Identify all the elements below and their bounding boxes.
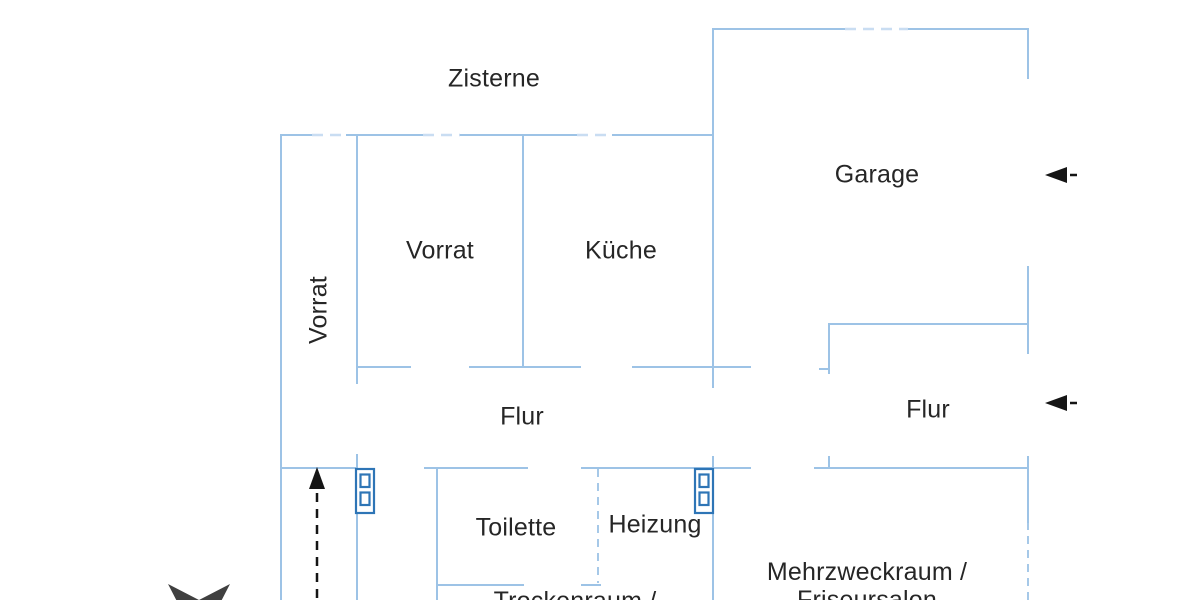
room-label-mehrzweckraum: Mehrzweckraum / Friseursalon (767, 558, 967, 600)
room-label-vorrat-side: Vorrat (304, 276, 333, 344)
room-label-garage: Garage (834, 160, 920, 189)
room-label-heizung: Heizung (608, 510, 702, 539)
entrance-arrow-flur-icon (1045, 395, 1083, 411)
room-label-trockenraum: Trockenraum / (494, 587, 657, 600)
entrance-arrow-up-icon (309, 467, 325, 600)
dashed-walls (597, 469, 1029, 600)
radiator-symbols (354, 467, 715, 515)
walls (280, 28, 1029, 600)
radiator-icon (693, 467, 715, 515)
entrance-arrows (309, 167, 1083, 600)
north-compass-icon (168, 584, 230, 600)
room-label-mehrzweckraum-line2: Friseursalon (797, 586, 937, 600)
room-label-mehrzweckraum-line1: Mehrzweckraum / (766, 558, 968, 586)
room-label-flur-right: Flur (906, 395, 950, 424)
room-label-kueche: Küche (585, 236, 657, 265)
room-label-flur-left: Flur (500, 402, 544, 431)
room-label-vorrat: Vorrat (406, 236, 474, 265)
room-label-zisterne: Zisterne (448, 64, 540, 93)
window-openings (312, 27, 908, 137)
radiator-icon (354, 467, 376, 515)
room-label-toilette: Toilette (475, 513, 557, 542)
entrance-arrow-garage-icon (1045, 167, 1083, 183)
